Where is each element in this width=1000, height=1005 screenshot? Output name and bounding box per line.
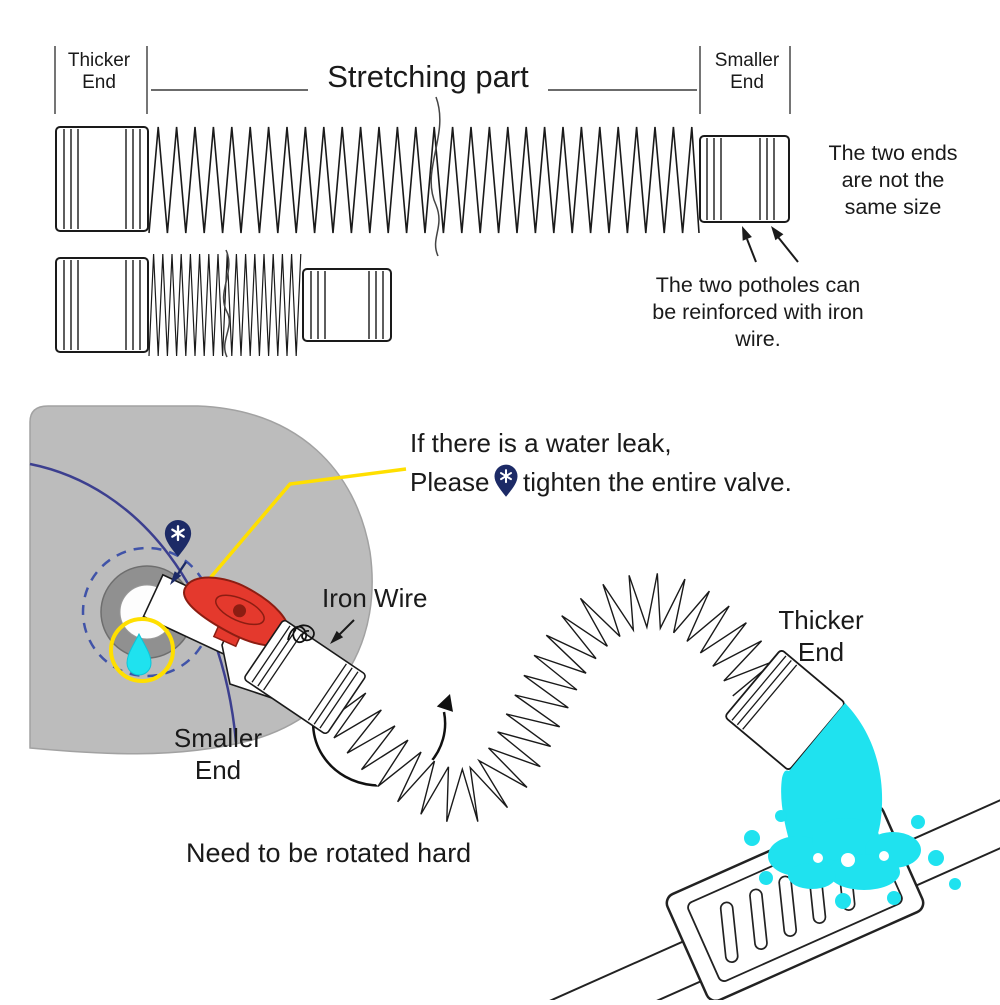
pothole-arrows <box>742 226 799 263</box>
leak-note-line1: If there is a water leak, <box>410 428 672 458</box>
water-splash <box>744 810 961 909</box>
hose-corrugation-expanded <box>148 126 700 234</box>
leak-note-line2-after: tighten the entire valve. <box>523 467 792 497</box>
potholes-note-line1: The two potholes can <box>656 273 860 297</box>
thicker-end-top-label-1: Thicker <box>68 50 131 71</box>
title-leader-line <box>430 96 441 257</box>
smaller-end-cuff-expanded <box>699 135 790 223</box>
ends-note: The two ends are not the same size <box>828 141 957 219</box>
smaller-end-top-label-1: Smaller <box>715 50 780 71</box>
thicker-end-top-label-2: End <box>82 72 116 93</box>
machine-panel-arc <box>29 462 238 743</box>
thicker-end-bottom-label-1: Thicker <box>778 605 864 635</box>
hose-corrugation-flexible <box>321 573 781 824</box>
rotation-arrow <box>311 694 453 787</box>
iron-wire-arrow <box>330 619 355 644</box>
hose-compressed <box>55 249 392 358</box>
smaller-end-cuff-compressed <box>302 268 392 342</box>
ends-note-line3: same size <box>845 195 942 219</box>
smaller-end-bottom-label-2: End <box>195 755 241 785</box>
rotate-note-label: Need to be rotated hard <box>186 838 471 868</box>
thicker-end-cuff-compressed <box>55 257 149 353</box>
iron-wire-label: Iron Wire <box>322 583 427 613</box>
smaller-end-bottom-label-1: Smaller <box>174 723 262 753</box>
potholes-note-line3: wire. <box>734 327 780 351</box>
potholes-note: The two potholes can be reinforced with … <box>652 273 864 351</box>
location-pin-icon-inline <box>493 463 519 498</box>
dimension-brackets <box>54 46 791 114</box>
iron-wire-squiggle <box>287 624 315 644</box>
ends-note-line2: are not the <box>842 168 945 192</box>
leak-note-line2-before: Please <box>410 467 490 497</box>
water-drop-icon <box>126 632 152 676</box>
valve-handle <box>183 576 290 648</box>
ends-note-line1: The two ends <box>828 141 957 165</box>
potholes-note-line2: be reinforced with iron <box>652 300 864 324</box>
smaller-end-connector <box>244 619 366 735</box>
thicker-end-bottom-label-2: End <box>798 637 844 667</box>
hose-expanded <box>55 126 790 234</box>
stretching-part-title: Stretching part <box>327 59 529 94</box>
pin-arrow <box>170 561 187 585</box>
thicker-end-cuff-expanded <box>55 126 149 232</box>
compressed-wavy-line <box>222 249 230 358</box>
smaller-end-top-label-2: End <box>730 72 764 93</box>
yellow-highlight-circle <box>109 617 175 683</box>
